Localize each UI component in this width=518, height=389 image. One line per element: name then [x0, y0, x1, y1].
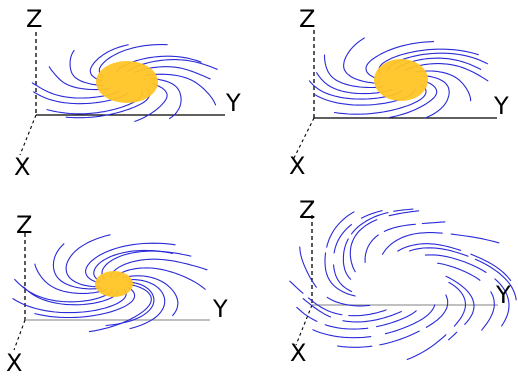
field-line — [144, 73, 217, 106]
field-line — [343, 37, 379, 84]
field-line — [336, 294, 449, 348]
y-axis-label: Y — [212, 295, 228, 323]
field-line — [414, 70, 472, 102]
y-axis-label: Y — [493, 92, 509, 120]
field-line — [126, 279, 166, 330]
field-lines — [289, 208, 517, 361]
field-line — [105, 281, 155, 327]
panel-2: Z Y X — [289, 5, 509, 180]
x-axis-label: X — [290, 339, 306, 367]
field-lines — [12, 234, 208, 333]
field-line — [134, 82, 168, 122]
z-axis-label: Z — [299, 5, 315, 33]
x-axis — [19, 114, 37, 156]
field-line — [101, 250, 192, 280]
x-axis-label: X — [289, 152, 305, 180]
field-line — [89, 44, 129, 82]
field-line — [323, 54, 384, 89]
x-axis-label: X — [14, 153, 30, 181]
field-line — [365, 41, 435, 79]
field-line — [332, 210, 383, 293]
axes — [295, 215, 498, 346]
z-axis-label: Z — [299, 196, 315, 224]
field-line — [14, 278, 113, 303]
field-line — [69, 49, 105, 87]
axes — [19, 32, 225, 156]
field-line — [408, 247, 517, 309]
field-line — [289, 280, 387, 317]
field-line — [110, 258, 208, 279]
sphere — [96, 61, 158, 103]
field-line — [445, 275, 475, 341]
field-line — [12, 288, 127, 314]
y-axis-label: Y — [495, 281, 511, 309]
z-axis-label: Z — [16, 211, 32, 239]
field-line — [296, 306, 417, 330]
x-axis — [293, 117, 315, 159]
x-axis — [295, 304, 313, 346]
field-line — [65, 234, 111, 288]
z-axis-label: Z — [26, 5, 42, 33]
field-line — [93, 249, 174, 282]
field-line — [52, 243, 103, 290]
field-line — [364, 221, 446, 264]
x-axis-label: X — [6, 349, 22, 377]
panel-1: Z Y X — [14, 5, 241, 181]
field-line — [121, 275, 179, 317]
field-line — [299, 243, 371, 307]
field-line — [421, 75, 450, 119]
field-line — [302, 298, 402, 323]
field-line — [378, 48, 479, 74]
field-line — [397, 243, 512, 282]
field-line — [34, 263, 107, 294]
field-line — [114, 267, 206, 290]
field-line — [342, 208, 414, 280]
sphere — [95, 271, 133, 297]
y-axis-label: Y — [225, 89, 241, 117]
field-line — [303, 304, 436, 339]
field-line — [333, 84, 427, 115]
field-line — [34, 286, 136, 319]
axes — [293, 30, 497, 159]
panel-4: Z Y X — [289, 196, 517, 367]
x-axis — [13, 319, 26, 351]
field-line — [150, 78, 182, 120]
field-line — [48, 66, 110, 91]
sphere — [374, 59, 428, 101]
field-line — [424, 254, 510, 327]
field-line — [381, 232, 500, 255]
field-line — [388, 80, 438, 119]
field-line — [324, 211, 356, 297]
field-line — [98, 44, 168, 78]
field-line — [85, 242, 176, 284]
field-line — [406, 281, 467, 361]
field-line — [349, 210, 420, 273]
panel-3: Z Y X — [6, 211, 228, 377]
field-line — [437, 262, 495, 331]
